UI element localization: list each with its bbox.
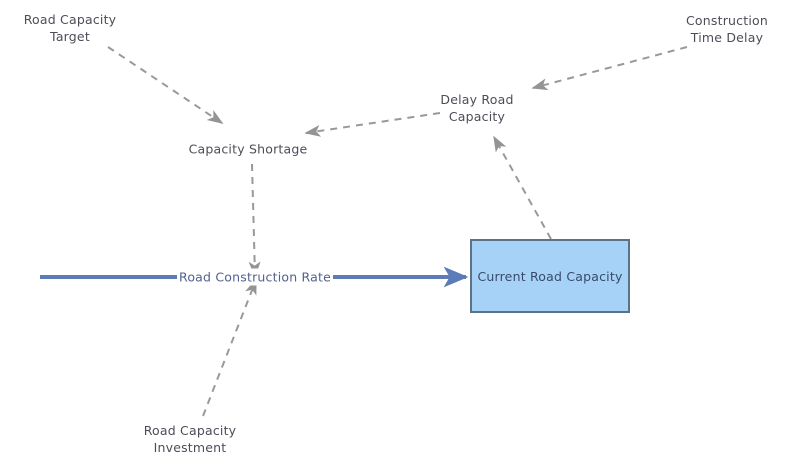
causal-link-shortage-to-rate — [248, 163, 261, 278]
variable-delay-road-capacity[interactable]: Delay Road Capacity — [440, 92, 514, 124]
variable-road-capacity-investment[interactable]: Road Capacity Investment — [143, 423, 237, 455]
flow-label-road-construction-rate[interactable]: Road Construction Rate — [177, 268, 333, 286]
variable-road-capacity-target[interactable]: Road Capacity Target — [23, 12, 117, 44]
stock-current-road-capacity[interactable]: Current Road Capacity — [470, 239, 630, 313]
causal-link-delay-to-shortage — [304, 112, 441, 137]
causal-link-capacity-to-delay — [493, 135, 552, 240]
stock-label: Current Road Capacity — [477, 268, 623, 284]
variable-construction-time-delay[interactable]: Construction Time Delay — [686, 13, 768, 45]
causal-link-target-to-shortage — [107, 46, 224, 124]
causal-link-timedelay-to-delay — [531, 46, 688, 91]
variable-capacity-shortage[interactable]: Capacity Shortage — [188, 141, 308, 157]
causal-link-investment-to-rate — [202, 278, 257, 417]
